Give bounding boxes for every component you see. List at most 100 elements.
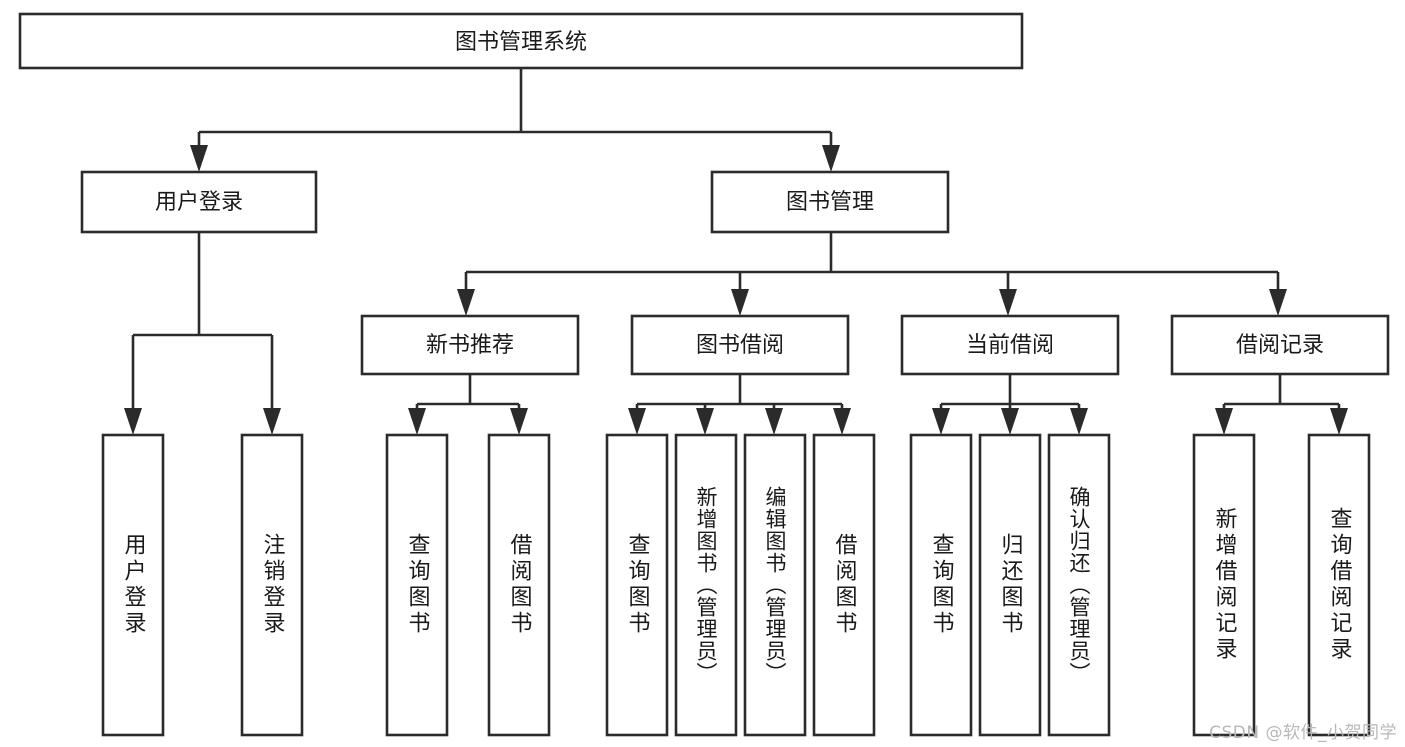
arrow-to-leaf-return-book [1001,408,1019,435]
leaf-return-book-label: 归还图书 [997,533,1023,637]
node-book-manage-box[interactable] [710,170,950,234]
node-user-login-label: 用户登录 [155,190,243,215]
node-book-borrow[interactable]: 图书借阅 [630,314,850,376]
arrow-to-leaf-query-book-1 [408,408,426,435]
arrow-to-leaf-add-book [696,408,714,435]
leaf-query-book-1-textbox: 查询图书 [404,533,430,637]
leaf-confirm-return-box[interactable] [1047,433,1111,737]
leaf-return-book-box[interactable] [978,433,1042,737]
leaf-add-record-label: 新增借阅记录 [1211,507,1237,663]
leaf-add-book-label: 新增图书（管理员） [694,486,719,684]
leaf-add-record[interactable]: 新增借阅记录 [1192,433,1256,737]
connector-user-login-branch [131,232,274,415]
leaf-query-book-1[interactable]: 查询图书 [385,433,449,737]
arrow-to-book-borrow [731,289,749,316]
node-new-book-recommend[interactable]: 新书推荐 [360,314,580,376]
leaf-edit-book[interactable]: 编辑图书（管理员） [743,433,807,737]
leaf-confirm-return-label: 确认归还（管理员） [1067,486,1092,684]
node-new-book-recommend-box[interactable] [360,314,580,376]
node-root-box[interactable] [18,12,1024,70]
leaf-logout-box[interactable] [240,433,304,737]
leaf-query-record-textbox: 查询借阅记录 [1326,507,1352,663]
node-current-borrow-label: 当前借阅 [966,333,1054,358]
leaf-add-book-textbox: 新增图书（管理员） [694,486,719,684]
leaf-logout-label: 注销登录 [259,533,285,637]
leaf-user-login-box[interactable] [101,433,165,737]
connector-book-manage-branch [464,232,1280,296]
leaf-query-record[interactable]: 查询借阅记录 [1307,433,1371,737]
leaf-user-login-textbox: 用户登录 [120,533,146,637]
arrow-to-borrow-record [1269,289,1287,316]
leaf-edit-book-label: 编辑图书（管理员） [763,486,788,684]
leaf-query-book-2[interactable]: 查询图书 [605,433,669,737]
node-borrow-record[interactable]: 借阅记录 [1170,314,1390,376]
node-book-manage[interactable]: 图书管理 [710,170,950,234]
leaf-add-book-box[interactable] [674,433,738,737]
node-root-label: 图书管理系统 [455,30,587,55]
node-current-borrow[interactable]: 当前借阅 [900,314,1120,376]
arrow-to-current-borrow [999,289,1017,316]
leaf-query-book-3-textbox: 查询图书 [928,533,954,637]
node-borrow-record-box[interactable] [1170,314,1390,376]
leaf-query-record-box[interactable] [1307,433,1371,737]
leaf-logout-textbox: 注销登录 [259,533,285,637]
leaf-query-book-2-box[interactable] [605,433,669,737]
node-new-book-recommend-label: 新书推荐 [426,333,514,358]
arrow-to-leaf-edit-book [765,408,783,435]
node-borrow-record-label: 借阅记录 [1236,333,1324,358]
leaf-query-book-3-label: 查询图书 [928,533,954,637]
leaf-user-login-label: 用户登录 [120,533,146,637]
connector-layer [124,68,1348,435]
leaf-add-record-box[interactable] [1192,433,1256,737]
connector-new-book-branch [415,374,521,415]
leaf-borrow-book-1-textbox: 借阅图书 [506,533,532,637]
arrow-to-user-login [190,145,208,172]
leaf-add-record-textbox: 新增借阅记录 [1211,507,1237,663]
node-current-borrow-box[interactable] [900,314,1120,376]
leaf-borrow-book-2[interactable]: 借阅图书 [812,433,876,737]
leaf-borrow-book-2-label: 借阅图书 [831,533,857,637]
leaf-query-book-1-label: 查询图书 [404,533,430,637]
leaf-user-login[interactable]: 用户登录 [101,433,165,737]
node-book-manage-label: 图书管理 [786,190,874,215]
connector-root-trunk [197,68,833,152]
node-book-borrow-label: 图书借阅 [696,333,784,358]
leaf-edit-book-box[interactable] [743,433,807,737]
arrow-to-leaf-borrow-book-1 [510,408,528,435]
arrow-to-leaf-query-book-2 [628,408,646,435]
leaf-borrow-book-2-box[interactable] [812,433,876,737]
arrow-to-leaf-borrow-book-2 [833,408,851,435]
connector-book-borrow-branch [635,374,844,415]
leaf-borrow-book-2-textbox: 借阅图书 [831,533,857,637]
leaf-query-book-2-textbox: 查询图书 [624,533,650,637]
leaf-return-book[interactable]: 归还图书 [978,433,1042,737]
arrow-to-leaf-logout [263,408,281,435]
node-root[interactable]: 图书管理系统 [18,12,1024,70]
arrow-to-leaf-add-record [1215,408,1233,435]
arrow-to-leaf-confirm-return [1070,408,1088,435]
node-user-login-box[interactable] [80,170,318,234]
leaf-query-book-3-box[interactable] [909,433,973,737]
leaf-query-book-3[interactable]: 查询图书 [909,433,973,737]
leaf-borrow-book-1-label: 借阅图书 [506,533,532,637]
leaf-query-record-label: 查询借阅记录 [1326,507,1352,663]
leaf-logout[interactable]: 注销登录 [240,433,304,737]
node-book-borrow-box[interactable] [630,314,850,376]
leaf-query-book-1-box[interactable] [385,433,449,737]
leaf-borrow-book-1-box[interactable] [487,433,551,737]
arrow-to-leaf-query-book-3 [932,408,950,435]
arrow-to-book-manage [822,145,840,172]
leaf-return-book-textbox: 归还图书 [997,533,1023,637]
leaf-add-book[interactable]: 新增图书（管理员） [674,433,738,737]
node-user-login[interactable]: 用户登录 [80,170,318,234]
connector-borrow-record-branch [1222,374,1341,415]
leaf-borrow-book-1[interactable]: 借阅图书 [487,433,551,737]
arrow-to-leaf-query-record [1330,408,1348,435]
leaf-confirm-return[interactable]: 确认归还（管理员） [1047,433,1111,737]
arrow-to-new-book-recommend [457,289,475,316]
leaf-query-book-2-label: 查询图书 [624,533,650,637]
arrow-to-leaf-user-login [124,408,142,435]
leaf-edit-book-textbox: 编辑图书（管理员） [763,486,788,684]
leaf-confirm-return-textbox: 确认归还（管理员） [1067,486,1092,684]
